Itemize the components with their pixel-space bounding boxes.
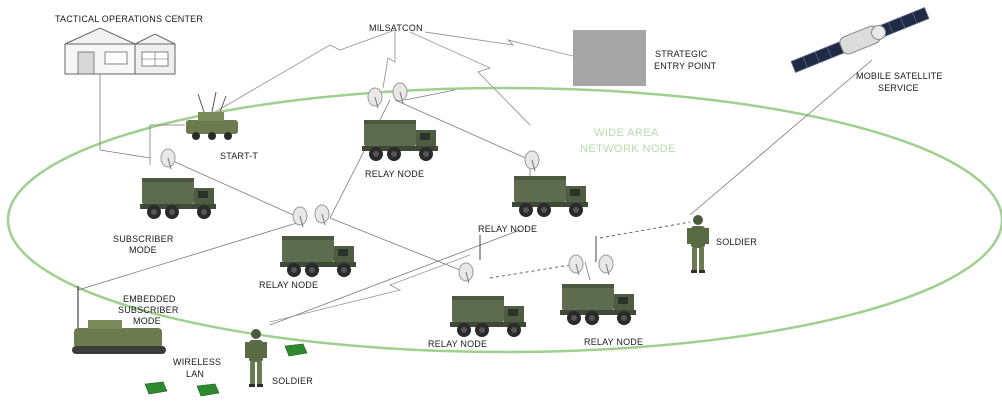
relay-label-right-mid: RELAY NODE [478,224,537,234]
dish-icon [458,262,474,284]
terminal-icon [284,343,308,357]
toc-label: TACTICAL OPERATIONS CENTER [55,14,203,24]
dish-icon [292,206,308,228]
truck-icon [140,178,216,219]
dish-icon [524,150,540,172]
tactical-operations-center-icon [64,27,176,75]
embedded-label-2: SUBSCRIBER [118,305,179,315]
wan-label-1: WIDE AREA [594,127,659,139]
relay-label-bottom-center: RELAY NODE [428,339,487,349]
truck-icon [362,120,438,161]
embedded-label-3: MODE [133,316,161,326]
strategic-entry-point-box [573,30,646,86]
dish-icon [367,87,383,109]
dish-icon [598,254,614,276]
soldier-label-bottom: SOLDIER [272,376,313,386]
dashed-links [489,221,691,279]
soldier-label-right: SOLDIER [716,237,757,247]
soldier-icon [245,329,267,387]
truck-icon [560,284,636,325]
satellite-icon [790,6,930,74]
subscriber-label-2: MODE [129,245,157,255]
terminal-icon [196,383,220,397]
truck-icon [450,296,526,337]
relay-label-bottom-right: RELAY NODE [584,337,643,347]
wan-ellipse [6,86,1002,354]
dish-icon [568,254,584,276]
subscriber-label-1: SUBSCRIBER [113,234,174,244]
soldier-icon [687,215,709,273]
embedded-vehicle-icon [72,286,166,354]
dish-icon [160,148,176,170]
wireless-label-2: LAN [186,369,204,379]
start-t-label: START-T [220,151,258,161]
wan-label-2: NETWORK NODE [580,143,676,155]
truck-icon [280,236,356,277]
dish-icon [314,204,330,226]
mobile-satellite-label-1: MOBILE SATELLITE [856,71,943,81]
strategic-label-2: ENTRY POINT [654,61,717,71]
milsatcon-label: MILSATCON [369,23,423,33]
relay-label-center: RELAY NODE [259,280,318,290]
terminal-icon [144,381,168,395]
milsatcon-links [214,29,574,323]
embedded-label-1: EMBEDDED [123,294,176,304]
mobile-satellite-label-2: SERVICE [878,83,919,93]
relay-label-top: RELAY NODE [365,169,424,179]
truck-icon [512,176,588,217]
start-t-vehicle-icon [186,91,238,140]
wireless-label-1: WIRELESS [173,357,221,367]
strategic-label-1: STRATEGIC [655,49,708,59]
